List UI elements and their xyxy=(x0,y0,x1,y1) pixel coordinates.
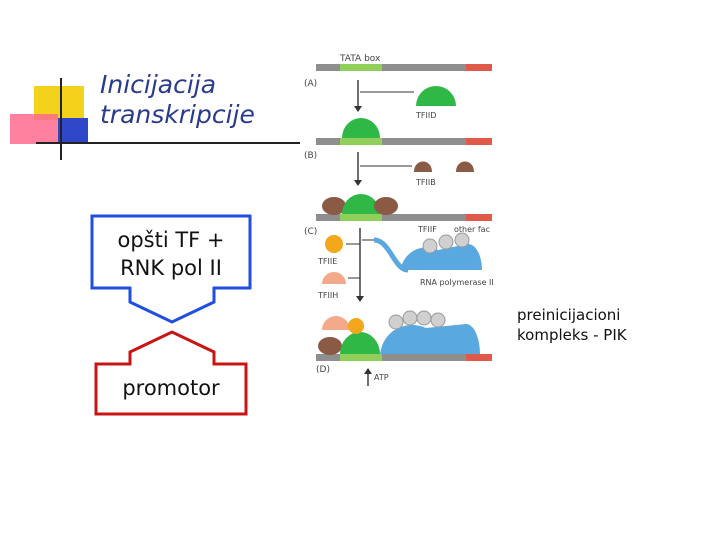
label-panel-c: (C) xyxy=(304,227,317,237)
label-panel-d: (D) xyxy=(316,365,330,375)
logo-horizontal-line xyxy=(36,142,300,144)
panel-d-factor-c xyxy=(416,310,432,326)
panel-d-tata-box xyxy=(340,354,382,361)
label-tata-box: TATA box xyxy=(339,54,381,64)
panel-d xyxy=(316,310,492,386)
panel-c xyxy=(316,194,492,302)
panel-d-factor-d xyxy=(430,312,446,328)
panel-d-arrow-head xyxy=(364,368,372,374)
promoter-text: promotor xyxy=(122,376,220,400)
general-tf-line-1: opšti TF + xyxy=(117,228,225,252)
panel-b xyxy=(316,118,492,186)
panel-a-dna xyxy=(316,64,492,71)
panel-c-tfiid xyxy=(342,194,380,214)
panel-d-tfiid xyxy=(340,332,380,354)
logo-blue-square xyxy=(58,118,88,142)
panel-b-tfiid xyxy=(342,118,380,138)
panel-c-tfiih xyxy=(322,272,346,284)
slide-title: Inicijacija transkripcije xyxy=(100,70,255,130)
panel-c-tfiif-a xyxy=(422,238,438,254)
panel-c-tfiif-c xyxy=(454,232,470,248)
panel-a-dna-end xyxy=(466,64,492,71)
panel-c-tata-box xyxy=(340,214,382,221)
panel-a-arrow-head xyxy=(354,106,362,112)
logo-pink-square xyxy=(10,114,58,144)
panel-c-dna-end xyxy=(466,214,492,221)
panel-b-tata-box xyxy=(340,138,382,145)
label-tfiib: TFIIB xyxy=(415,178,436,187)
panel-b-dna xyxy=(316,138,492,145)
general-tf-label: opšti TF + RNK pol II xyxy=(92,226,250,282)
general-tf-line-2: RNK pol II xyxy=(120,256,222,280)
label-atp: ATP xyxy=(374,373,389,382)
panel-c-tfiib-right xyxy=(374,197,398,215)
pik-line-2: kompleks - PIK xyxy=(517,326,627,344)
panel-b-dna-end xyxy=(466,138,492,145)
label-tfiie: TFIIE xyxy=(317,257,337,266)
label-tfiid: TFIID xyxy=(415,111,436,120)
panel-c-pol xyxy=(400,244,482,270)
logo-vertical-line xyxy=(60,78,62,160)
general-tf-frame xyxy=(90,214,252,324)
panel-d-dna xyxy=(316,354,492,361)
panel-d-factor-a xyxy=(388,314,404,330)
panel-d-pol xyxy=(380,324,480,354)
panel-c-pol-tail xyxy=(373,237,409,273)
pik-label: preinicijacioni kompleks - PIK xyxy=(517,305,627,345)
pik-line-1: preinicijacioni xyxy=(517,306,621,324)
panel-c-arrow-head xyxy=(356,296,364,302)
panel-d-tfiib-left xyxy=(318,337,342,355)
panel-b-tfiib xyxy=(414,161,474,172)
promoter-frame xyxy=(94,330,248,416)
label-panel-b: (B) xyxy=(304,151,317,161)
panel-a-tata-box xyxy=(340,64,382,71)
panel-d-tfiie xyxy=(348,318,364,334)
label-rna-pol: RNA polymerase II xyxy=(420,278,494,287)
panel-c-tfiie xyxy=(325,235,343,253)
panel-d-dna-end xyxy=(466,354,492,361)
panel-b-arrow-head xyxy=(354,180,362,186)
title-line-2: transkripcije xyxy=(100,100,255,129)
panel-c-tfiib-left xyxy=(322,197,346,215)
logo-decoration xyxy=(0,0,300,160)
label-tfiih: TFIIH xyxy=(317,291,338,300)
panel-a xyxy=(316,64,492,112)
promoter-label: promotor xyxy=(96,374,246,402)
panel-c-dna xyxy=(316,214,492,221)
panel-a-tfiid xyxy=(416,86,456,106)
label-tfiif: TFIIF xyxy=(417,225,437,234)
label-other-factors: other fac xyxy=(454,225,490,234)
label-panel-a: (A) xyxy=(304,79,317,89)
panel-d-tfiih xyxy=(322,316,350,330)
panel-d-factor-b xyxy=(402,310,418,326)
panel-c-tfiif-b xyxy=(438,234,454,250)
title-line-1: Inicijacija xyxy=(100,70,217,99)
